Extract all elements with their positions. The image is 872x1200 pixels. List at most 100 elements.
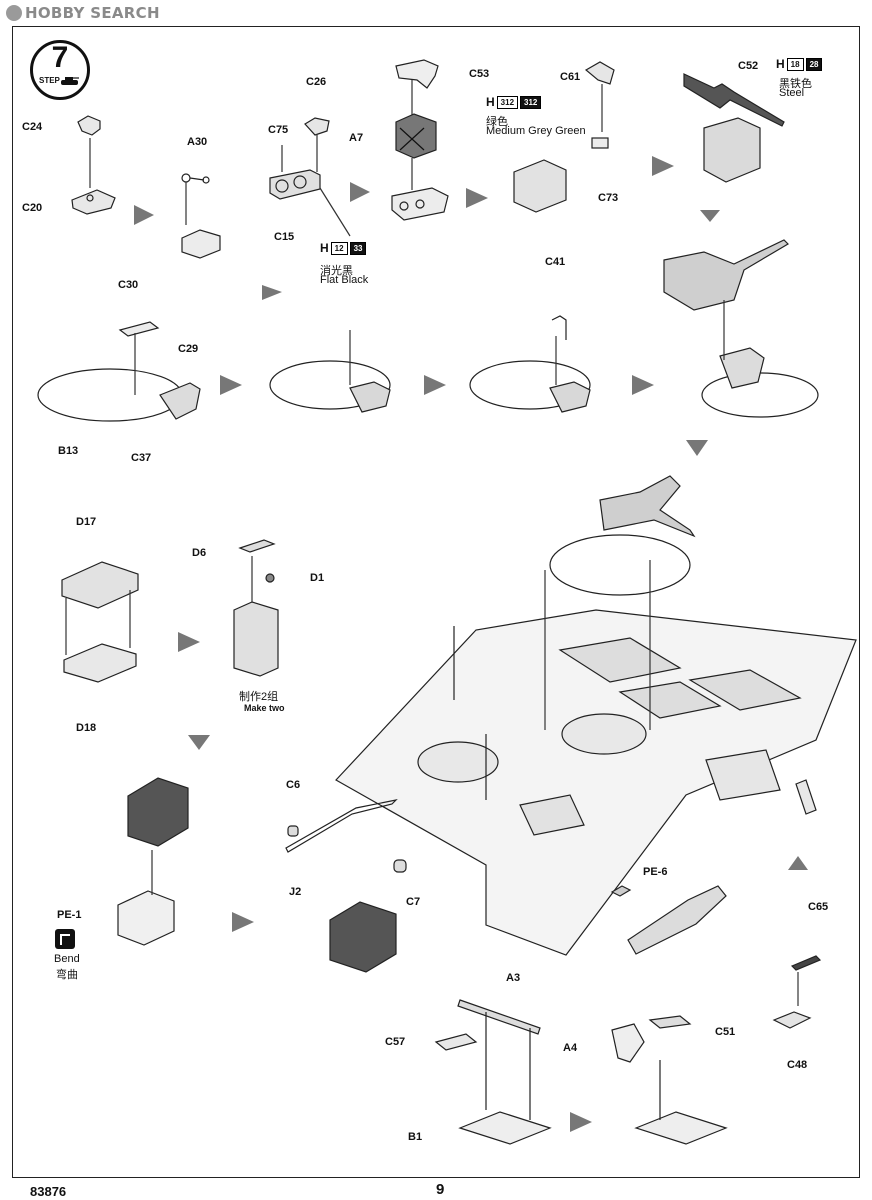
paint-code-2: 28	[805, 57, 823, 71]
label-pe6: PE-6	[643, 866, 668, 878]
paint-steel: H 18 28	[776, 57, 823, 71]
label-a30: A30	[187, 136, 208, 148]
paint-flat-black: H 12 33	[320, 241, 367, 255]
label-c48: C48	[787, 1059, 808, 1071]
part-c7-drawing	[393, 859, 407, 873]
paint-prefix: H	[776, 57, 785, 71]
label-b13: B13	[58, 445, 79, 457]
paint-code-1: 312	[496, 95, 519, 109]
part-c48-drawing	[772, 1011, 812, 1029]
hobby-search-logo-icon	[6, 5, 22, 21]
label-j2: J2	[289, 886, 302, 898]
part-a4-shovel-drawing	[611, 1023, 645, 1063]
label-c24: C24	[22, 121, 43, 133]
ring-assembly-1	[37, 321, 201, 422]
part-c57-shovel-drawing	[434, 1033, 478, 1051]
bend-icon	[55, 929, 75, 949]
part-c73-drawing	[591, 137, 609, 149]
label-c26: C26	[306, 76, 327, 88]
label-a3: A3	[506, 972, 521, 984]
part-mg-c52-drawing	[683, 73, 785, 183]
label-c6: C6	[286, 779, 301, 791]
label-d6: D6	[192, 547, 207, 559]
paint-flat-black-en: Flat Black	[320, 274, 369, 286]
part-c61-drawing	[584, 61, 615, 85]
arrows-row1	[134, 156, 720, 300]
step-badge: 7 STEP	[30, 40, 90, 100]
part-d6-drawing	[238, 539, 276, 553]
label-c41: C41	[545, 256, 566, 268]
arrows-row3	[178, 632, 808, 1132]
jerry-can-d17-drawing	[61, 561, 139, 609]
label-d18: D18	[76, 722, 97, 734]
label-c73: C73	[598, 192, 619, 204]
label-c51: C51	[715, 1026, 736, 1038]
part-gun-cradle-drawing	[391, 187, 449, 221]
label-c15: C15	[274, 231, 295, 243]
label-b1: B1	[408, 1131, 423, 1143]
bend-cn: 弯曲	[56, 969, 78, 981]
ring-assembly-4	[663, 239, 819, 418]
label-a7: A7	[349, 132, 364, 144]
label-c29: C29	[178, 343, 199, 355]
part-c6-drawing	[287, 825, 299, 837]
label-c57: C57	[385, 1036, 406, 1048]
paint-code-2: 312	[520, 95, 542, 109]
label-c53: C53	[469, 68, 490, 80]
label-c61: C61	[560, 71, 581, 83]
jerry-can-assembled-drawing	[233, 601, 279, 677]
paint-steel-cn: 黑铁色	[779, 78, 812, 90]
part-d1-drawing	[265, 573, 275, 583]
paint-prefix: H	[320, 241, 329, 255]
mirror-drawing	[795, 779, 817, 815]
paint-flat-black-cn: 消光黑	[320, 265, 353, 277]
make-two-cn: 制作2组	[239, 691, 279, 703]
page-number: 9	[436, 1181, 445, 1198]
paint-medium-grey-green-en: Medium Grey Green	[486, 125, 586, 137]
bend-en: Bend	[54, 953, 80, 965]
tool-base-b-drawing	[634, 1060, 728, 1145]
label-c75: C75	[268, 124, 289, 136]
arrows-row2	[220, 375, 708, 456]
step-number: 7	[51, 41, 69, 74]
part-c53-drawing	[395, 59, 439, 89]
paint-medium-grey-green: H 312 312	[486, 95, 542, 109]
step-word: STEP	[39, 76, 60, 85]
part-b1-base-drawing	[458, 1111, 552, 1145]
label-d1: D1	[310, 572, 325, 584]
paint-code-1: 12	[330, 241, 348, 255]
part-a7-drawing	[395, 113, 437, 159]
tool-rack-drawing	[627, 885, 727, 955]
tank-icon	[61, 77, 79, 85]
label-c20: C20	[22, 202, 43, 214]
part-c24-drawing	[77, 115, 101, 136]
paint-code-2: 33	[349, 241, 367, 255]
jerry-cans-on-hull-drawing	[329, 901, 397, 973]
part-c51-drawing	[648, 1015, 692, 1029]
part-c26-drawing	[304, 117, 330, 136]
part-mount-b-drawing	[513, 159, 567, 213]
part-j2-drawing	[285, 799, 398, 853]
page-frame	[12, 26, 860, 1178]
jerry-can-d18-drawing	[63, 643, 137, 683]
ring-assembly-2	[269, 330, 391, 413]
jerry-can-stack-drawing	[117, 777, 189, 946]
part-a3-rack-drawing	[457, 999, 541, 1120]
paint-steel-en: Steel	[779, 87, 805, 99]
label-d17: D17	[76, 516, 97, 528]
make-two-en: Make two	[244, 703, 285, 713]
watermark: HOBBY SEARCH	[6, 4, 160, 22]
part-c65-drawing	[790, 955, 822, 971]
label-c7: C7	[406, 896, 421, 908]
label-a4: A4	[563, 1042, 578, 1054]
paint-medium-grey-green-cn: 绿色	[486, 116, 508, 128]
paint-code-1: 18	[786, 57, 804, 71]
label-c52: C52	[738, 60, 759, 72]
part-c20-drawing	[71, 189, 116, 215]
label-pe1: PE-1	[57, 909, 82, 921]
watermark-text: HOBBY SEARCH	[25, 4, 160, 22]
label-c65: C65	[808, 901, 829, 913]
kit-code: 83876	[30, 1184, 67, 1199]
turret-ring-main-drawing	[544, 475, 696, 730]
